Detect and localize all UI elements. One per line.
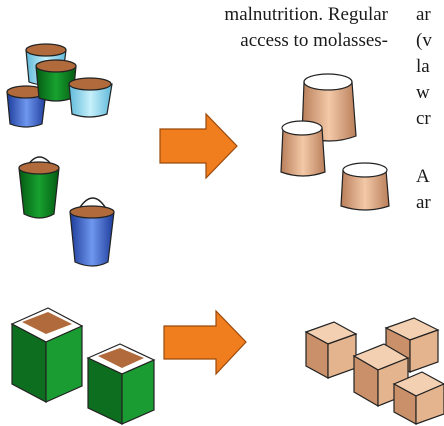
tan-block-group [304, 317, 444, 426]
molasses-sack-icon [280, 120, 326, 177]
text-line-1: malnutrition. Regular [224, 4, 388, 25]
arrow-right-icon [163, 309, 247, 376]
text-line-2: access to molasses- [240, 30, 388, 51]
right-para2-line-1: A [416, 166, 430, 187]
right-line-1: ar [416, 4, 431, 25]
right-line-2: (v [416, 30, 432, 51]
body-text-right-para2: A ar [416, 164, 431, 216]
molasses-sack-icon [340, 162, 390, 211]
bucket-group-top [6, 43, 113, 128]
tan-block-icon [352, 343, 410, 408]
bucket-icon [18, 156, 60, 219]
arrow-right-icon [159, 112, 238, 180]
body-text-right: ar (v la w cr [416, 2, 432, 132]
bucket-icon [68, 77, 113, 118]
bucket-icon [69, 197, 115, 267]
right-line-4: w [416, 82, 430, 103]
tan-block-icon [392, 371, 444, 426]
molasses-sack-group [280, 73, 390, 211]
green-cube-icon [10, 307, 84, 403]
right-line-3: la [416, 56, 430, 77]
right-line-5: cr [416, 108, 431, 129]
tan-block-icon [304, 321, 358, 380]
bucket-icon [6, 85, 47, 128]
body-text-center: malnutrition. Regular access to molasses… [88, 2, 388, 54]
right-para2-line-2: ar [416, 192, 431, 213]
green-cube-icon [86, 343, 156, 425]
